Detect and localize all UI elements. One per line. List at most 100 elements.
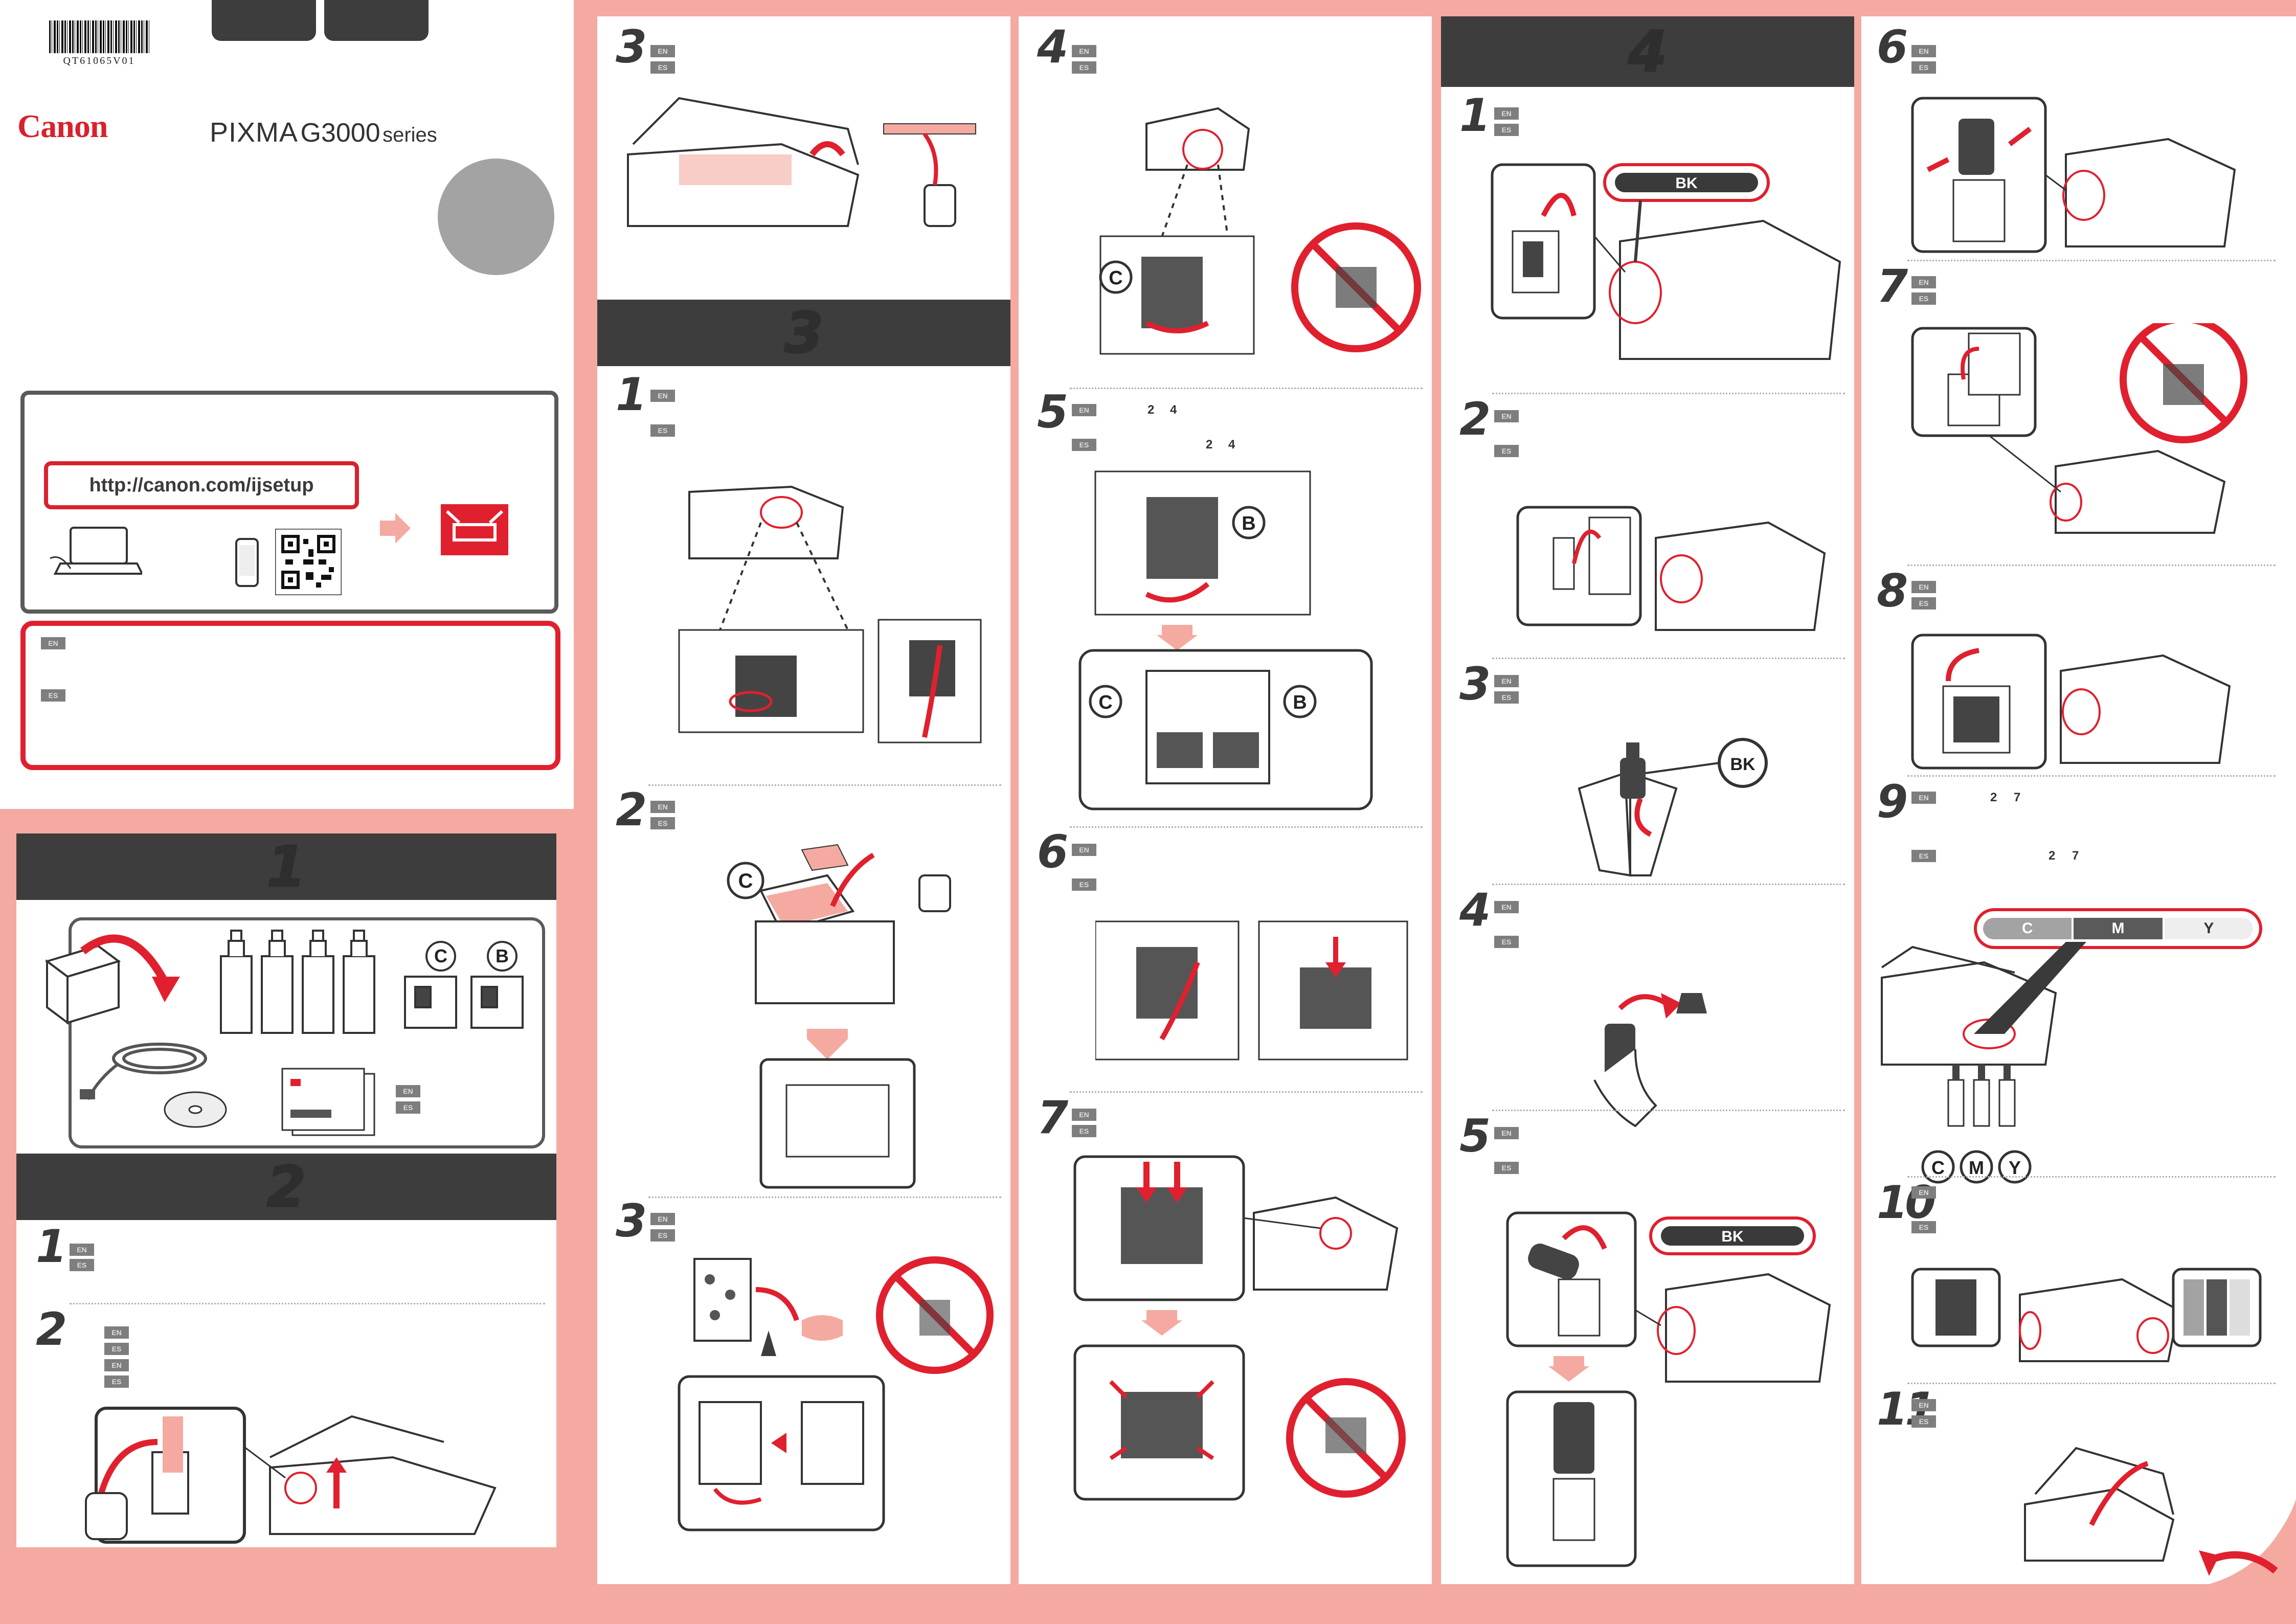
power-cord-illustration — [80, 1043, 207, 1100]
section-3-number: 3 — [783, 300, 824, 367]
c2-step-1-illustration — [678, 485, 982, 743]
c3-step-5-letter-c: C — [1098, 692, 1112, 713]
setup-url[interactable]: http://canon.com/ijsetup — [89, 474, 314, 496]
barcode-id: QT61065V01 — [63, 55, 136, 66]
cartridge-letter-b: B — [496, 945, 509, 966]
section-1-box — [69, 917, 545, 1148]
s2-tape-removal-illustration — [85, 1407, 497, 1544]
c5-step-11-tag-en: EN — [1911, 1399, 1936, 1411]
c5-step-7-number: 7 — [1877, 260, 1908, 312]
laptop-illustration — [50, 527, 142, 575]
s2-step-2-tag-1: EN — [104, 1326, 129, 1339]
c2-step-1-number: 1 — [616, 368, 647, 421]
c5-step-6-illustration — [1911, 97, 2236, 253]
c5-step-6-tag-es: ES — [1911, 61, 1936, 74]
c2-top-tag-es: ES — [650, 61, 675, 74]
c3-step-6-illustration — [1095, 920, 1408, 1061]
c3-step-6-tag-en: EN — [1072, 844, 1096, 856]
c2-top-tag-en: EN — [650, 45, 675, 57]
section-1-tag-en: EN — [396, 1085, 420, 1097]
c4-step-5-tag-en: EN — [1494, 1127, 1519, 1139]
c4-step-3-tag-es: ES — [1494, 691, 1519, 704]
cover-panel: QT61065V01 Canon PIXMA G3000 series http… — [0, 0, 574, 809]
c5-step-7-illustration — [1911, 323, 2247, 534]
s2-step-2-tag-2: ES — [104, 1343, 129, 1355]
setup-url-box[interactable]: http://canon.com/ijsetup — [44, 461, 359, 509]
model-name: PIXMA G3000 series — [210, 117, 437, 148]
c5-step-6-number: 6 — [1877, 20, 1908, 73]
c4-step-1-number: 1 — [1459, 89, 1491, 142]
c5-step-11-illustration — [2024, 1447, 2175, 1562]
cmy-bar-m: M — [2074, 918, 2163, 939]
c3-divider-2 — [1070, 826, 1423, 828]
c5-step-8-illustration — [1911, 634, 2231, 770]
c4-step-2-number: 2 — [1459, 393, 1491, 445]
c5-step-7-tag-en: EN — [1911, 276, 1936, 288]
section-3-header: 3 — [597, 300, 1010, 367]
c2-step-2-number: 2 — [616, 783, 647, 836]
c5-step-10-tag-es: ES — [1911, 1221, 1936, 1233]
cmy-bar-c: C — [1983, 918, 2072, 939]
c3-step-5-letter-b-top: B — [1242, 513, 1255, 534]
cartridges-illustration: C B — [404, 941, 524, 1029]
model-pixma: PIXMA — [210, 117, 299, 148]
s2-step-2-tag-3: EN — [104, 1359, 129, 1371]
c5-step-7-tag-es: ES — [1911, 292, 1936, 305]
c3-step-7-tag-en: EN — [1072, 1109, 1096, 1121]
section-4-number: 4 — [1627, 18, 1668, 85]
c2-step-3-illustration — [678, 1256, 994, 1531]
column-2-panel: 3 EN ES 3 1 EN ES 2 EN ES C — [597, 16, 1010, 1584]
bottle-letter-c: C — [1931, 1157, 1945, 1178]
c3-step-5-illustration: B C B — [1078, 470, 1373, 810]
c5-step-9-tag-en: EN — [1911, 792, 1936, 804]
c2-step-3-tag-en: EN — [650, 1213, 675, 1225]
setup-box: http://canon.com/ijsetup — [20, 391, 558, 614]
c5-step-9-ref-en: 2 7 — [1990, 791, 2021, 804]
c4-step-4-tag-en: EN — [1494, 901, 1519, 913]
c4-step-5-tag-es: ES — [1494, 1162, 1519, 1174]
barcode — [49, 20, 149, 53]
page-turn-icon[interactable] — [2178, 1499, 2296, 1584]
language-circle — [438, 159, 554, 275]
cartridge-letter-c: C — [434, 945, 447, 966]
section-1-tag-es: ES — [396, 1101, 420, 1114]
c5-divider-5 — [1907, 1383, 2276, 1384]
s2-step-2-number: 2 — [36, 1303, 67, 1356]
c5-step-11-tag-es: ES — [1911, 1415, 1936, 1428]
c3-step-5-ref-es: 2 4 — [1206, 438, 1235, 452]
qr-code — [275, 529, 342, 595]
column-5-panel: 6 EN ES 7 EN ES 8 EN ES 9 EN 2 7 — [1861, 16, 2296, 1584]
c4-step-3-illustration: BK — [1578, 738, 1768, 877]
c5-divider-4 — [1907, 1176, 2276, 1178]
cover-tab-1 — [212, 0, 316, 41]
c5-step-8-number: 8 — [1877, 565, 1908, 617]
c2-step-3-number: 3 — [616, 1194, 647, 1247]
column-4-panel: 4 1 EN ES BK 2 EN ES 3 EN ES BK — [1441, 16, 1854, 1584]
bottle-letter-m: M — [1969, 1157, 1984, 1178]
c2-top-step-number: 3 — [616, 20, 647, 73]
setup-screen-icon — [441, 504, 508, 555]
c3-step-6-number: 6 — [1037, 825, 1068, 878]
c2-step-2-tag-en: EN — [650, 801, 675, 813]
arrow-right-icon — [380, 513, 411, 544]
c5-step-9-illustration: C M Y — [1881, 942, 2086, 1184]
cd-rom-illustration — [164, 1091, 227, 1128]
c2-divider-1 — [648, 784, 1001, 786]
c3-step-7-illustration — [1073, 1155, 1406, 1501]
s2-step-1-tag-en: EN — [70, 1244, 94, 1256]
c3-step-4-letter-c: C — [1109, 267, 1122, 289]
c2-step-2-tag-es: ES — [650, 817, 675, 829]
c3-step-7-number: 7 — [1037, 1091, 1068, 1144]
c4-step-3-bk-label: BK — [1730, 755, 1755, 774]
c5-step-10-tag-en: EN — [1911, 1186, 1936, 1199]
cmy-bar-y: Y — [2164, 918, 2253, 939]
c2-step-1-tag-es: ES — [650, 424, 675, 437]
c2-printer-open-illustration — [627, 97, 976, 227]
column-3-panel: 4 EN ES C 5 EN 2 4 ES 2 4 B C B 6 EN ES — [1019, 16, 1432, 1584]
model-suffix: series — [382, 124, 437, 146]
c3-step-4-number: 4 — [1037, 20, 1068, 73]
c4-step-1-bk-label: BK — [1675, 175, 1698, 192]
model-number: G3000 — [300, 118, 380, 148]
c5-divider-1 — [1907, 260, 2276, 261]
section-2-panel: 2 1 EN ES 2 EN ES EN ES — [16, 1154, 556, 1547]
